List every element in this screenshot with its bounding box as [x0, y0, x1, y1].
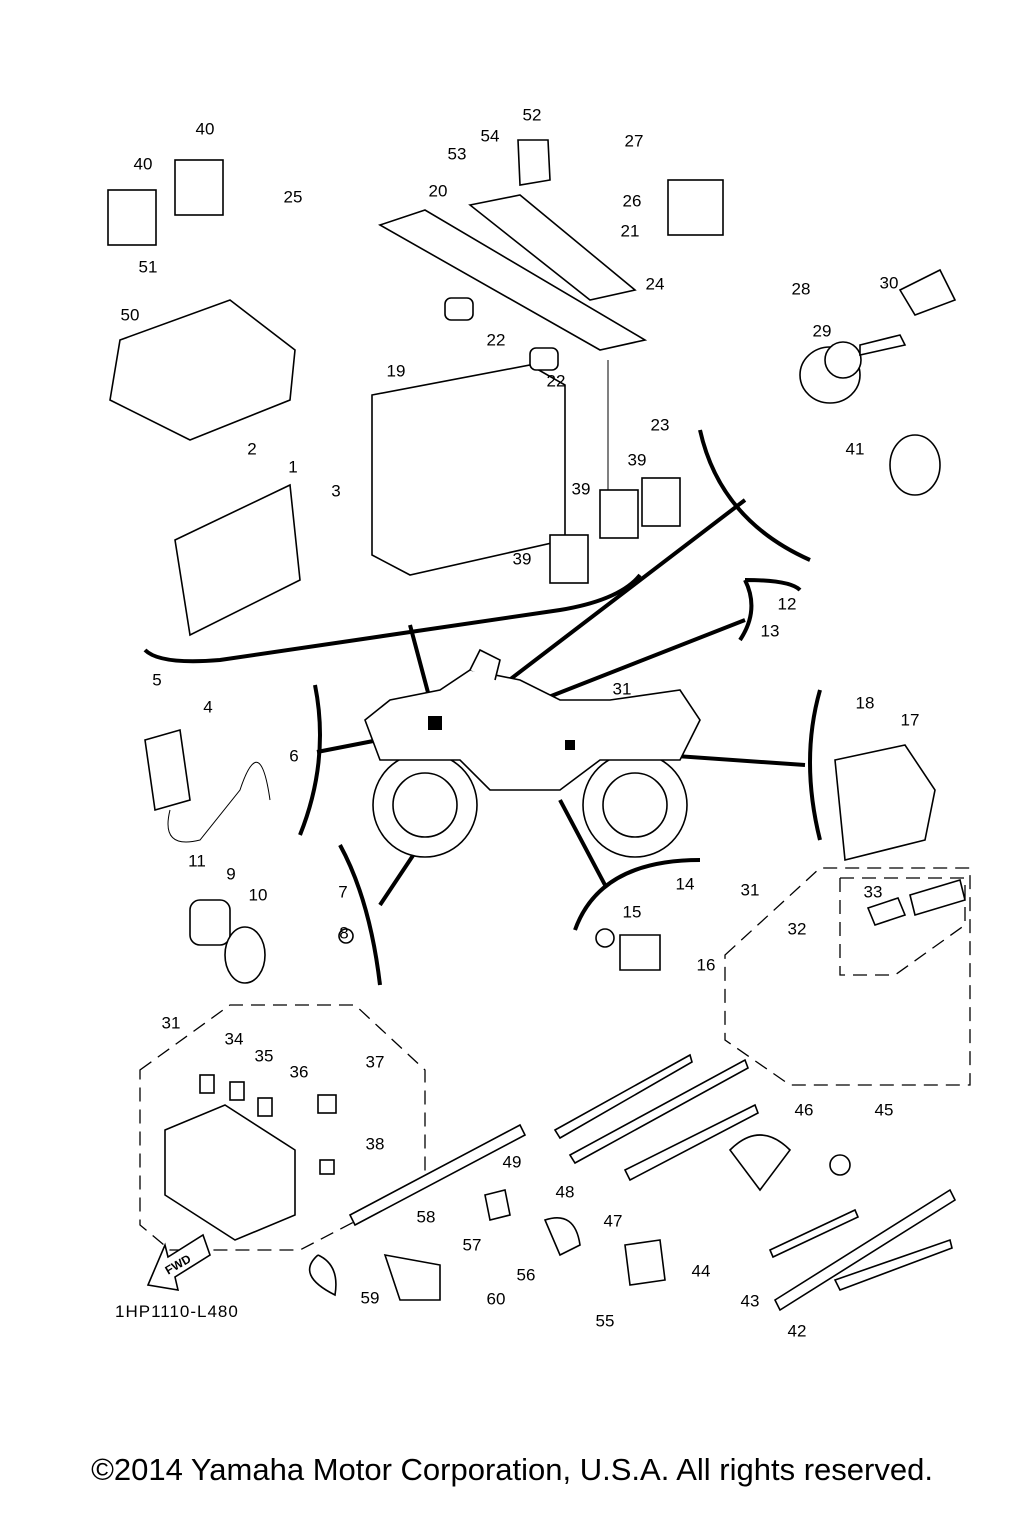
callout-57: 57 — [463, 1235, 482, 1254]
callout-53: 53 — [448, 144, 467, 163]
parts — [107, 139, 966, 1312]
callout-39: 39 — [513, 549, 532, 568]
callout-16: 16 — [697, 955, 716, 974]
callout-52: 52 — [523, 105, 542, 124]
callout-47: 47 — [604, 1211, 623, 1230]
callout-44: 44 — [692, 1261, 711, 1280]
ecu-box — [109, 299, 296, 441]
battery-bracket — [378, 209, 648, 351]
callout-34: 34 — [225, 1029, 244, 1048]
group-divider-small — [738, 578, 802, 642]
callout-31: 31 — [162, 1013, 181, 1032]
battery — [371, 364, 566, 576]
callout-6: 6 — [289, 746, 298, 765]
battery-cover — [468, 194, 637, 301]
callout-46: 46 — [795, 1100, 814, 1119]
fuse-box — [164, 1104, 296, 1241]
callout-11: 11 — [188, 851, 206, 870]
callout-4: 4 — [203, 697, 212, 716]
callout-60: 60 — [487, 1289, 506, 1308]
ignition-coil — [144, 728, 191, 812]
callout-51: 51 — [139, 257, 158, 276]
callout-20: 20 — [429, 181, 448, 200]
drawing-code: 1HP1110-L480 — [115, 1302, 239, 1321]
rectifier — [834, 744, 936, 862]
callout-48: 48 — [556, 1182, 575, 1201]
callout-39: 39 — [572, 479, 591, 498]
callout-12: 12 — [778, 594, 797, 613]
fwd-arrow: FWD — [146, 1233, 211, 1291]
callout-37: 37 — [366, 1052, 385, 1071]
callout-58: 58 — [417, 1207, 436, 1226]
callout-10: 10 — [249, 885, 268, 904]
callout-31: 31 — [613, 679, 632, 698]
atv-illustration — [364, 648, 701, 858]
callout-13: 13 — [761, 621, 780, 640]
callout-50: 50 — [121, 305, 140, 324]
control-unit — [174, 483, 301, 637]
callout-5: 5 — [152, 670, 161, 689]
callout-55: 55 — [596, 1311, 615, 1330]
callout-25: 25 — [284, 187, 303, 206]
callout-35: 35 — [255, 1046, 274, 1065]
callout-21: 21 — [621, 221, 640, 240]
callout-49: 49 — [503, 1152, 522, 1171]
group-divider-right-top — [698, 429, 811, 562]
callout-31: 31 — [741, 880, 760, 899]
group-divider-right — [808, 689, 822, 841]
callout-32: 32 — [788, 919, 807, 938]
callout-15: 15 — [623, 902, 642, 921]
callout-42: 42 — [788, 1321, 807, 1340]
callout-54: 54 — [481, 126, 500, 145]
callout-28: 28 — [792, 279, 811, 298]
callout-9: 9 — [226, 864, 235, 883]
callout-14: 14 — [676, 874, 695, 893]
callout-41: 41 — [846, 439, 865, 458]
callout-7: 7 — [338, 882, 347, 901]
callout-36: 36 — [290, 1062, 309, 1081]
group-divider-left — [298, 684, 322, 836]
callout-39: 39 — [628, 450, 647, 469]
callout-29: 29 — [813, 321, 832, 340]
callout-17: 17 — [901, 710, 920, 729]
group-divider-top — [143, 573, 642, 664]
callout-45: 45 — [875, 1100, 894, 1119]
callout-40: 40 — [134, 154, 153, 173]
callout-30: 30 — [880, 273, 899, 292]
copyright-notice: ©2014 Yamaha Motor Corporation, U.S.A. A… — [91, 1452, 933, 1487]
dashed-box-harness — [724, 867, 971, 1086]
callout-24: 24 — [646, 274, 665, 293]
callout-22: 22 — [487, 330, 506, 349]
callout-23: 23 — [651, 415, 670, 434]
callout-2: 2 — [247, 439, 256, 458]
callout-3: 3 — [331, 481, 340, 500]
callout-40: 40 — [196, 119, 215, 138]
group-divider-mid-left — [338, 844, 382, 986]
callout-8: 8 — [339, 923, 348, 942]
callout-33: 33 — [864, 882, 883, 901]
callout-59: 59 — [361, 1288, 380, 1307]
callout-22: 22 — [547, 371, 566, 390]
callout-18: 18 — [856, 693, 875, 712]
group-divider-mid — [573, 858, 701, 931]
callout-26: 26 — [623, 191, 642, 210]
callout-43: 43 — [741, 1291, 760, 1310]
callout-19: 19 — [387, 361, 406, 380]
callout-1: 1 — [288, 457, 297, 476]
callout-56: 56 — [517, 1265, 536, 1284]
callout-27: 27 — [625, 131, 644, 150]
callout-38: 38 — [366, 1134, 385, 1153]
